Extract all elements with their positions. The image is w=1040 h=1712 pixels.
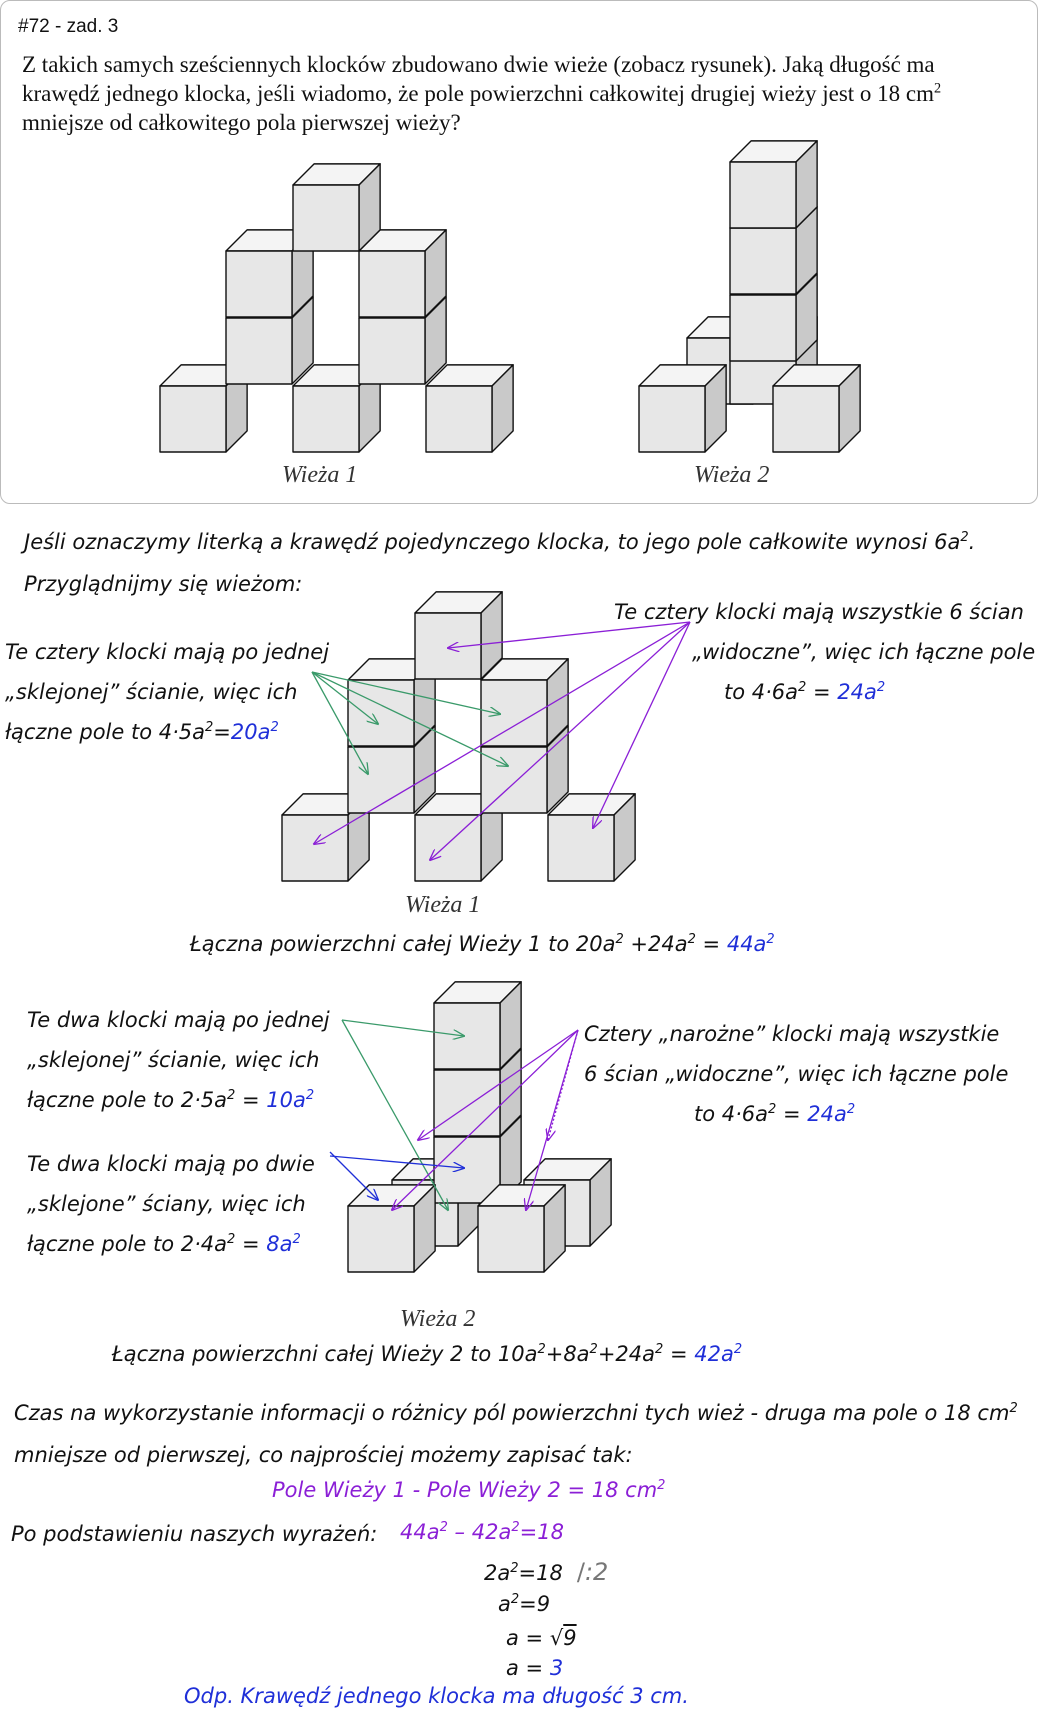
answer: Odp. Krawędź jednego klocka ma długość 3… xyxy=(184,1684,689,1708)
solution-tower2-cube xyxy=(433,981,522,1070)
t1-caption: Wieża 1 xyxy=(405,892,481,918)
annotation-arrow xyxy=(548,1029,579,1140)
annotation-arrow xyxy=(329,1155,464,1168)
tower1-caption: Wieża 1 xyxy=(282,462,358,488)
step-1: 2a2=18/:2 xyxy=(484,1558,609,1586)
annotation-arrow xyxy=(314,621,691,844)
t1-left-result: 20a2 xyxy=(230,720,279,744)
tower1-cube xyxy=(358,229,447,318)
solution-tower2-cube xyxy=(347,1184,436,1273)
solution-tower2-cube xyxy=(477,1184,566,1273)
t2-caption: Wieża 2 xyxy=(400,1306,476,1332)
t1-total-result: 44a2 xyxy=(726,932,775,956)
task-line-3: mniejsze od całkowitego pola pierwszej w… xyxy=(22,110,461,135)
annotation-arrow xyxy=(329,1151,378,1200)
time-note: Czas na wykorzystanie informacji o różni… xyxy=(14,1401,1018,1467)
tower2-cube xyxy=(772,364,861,453)
annotation-arrow xyxy=(448,621,691,648)
t1-total: Łączna powierzchni całej Wieży 1 to 20a2… xyxy=(190,932,775,956)
tower2-cube xyxy=(729,140,818,229)
step-3: a = √9 xyxy=(506,1626,577,1650)
task-line-1: Z takich samych sześciennych klocków zbu… xyxy=(22,52,935,77)
tower2-caption: Wieża 2 xyxy=(694,462,770,488)
annotation-arrow xyxy=(311,671,508,766)
t2-total: Łączna powierzchni całej Wieży 2 to 10a2… xyxy=(112,1342,743,1366)
annotation-arrow xyxy=(341,1019,448,1210)
annotation-arrow xyxy=(430,621,691,860)
task-statement: Z takich samych sześciennych klocków zbu… xyxy=(22,50,1022,137)
t2-left-b-result: 8a2 xyxy=(266,1232,301,1256)
step-4: a = 3 xyxy=(506,1656,564,1680)
solution-tower1-cube xyxy=(414,591,503,680)
solution-tower1-cube xyxy=(547,793,636,882)
tower2-cube xyxy=(638,364,727,453)
t1-right-note: Te cztery klocki mają wszystkie 6 ścian … xyxy=(614,600,1036,704)
t1-right-result: 24a2 xyxy=(837,680,886,704)
intro-text: Jeśli oznaczymy literką a krawędź pojedy… xyxy=(24,530,976,554)
equation-substituted: 44a2 – 42a2=18 xyxy=(400,1520,564,1544)
annotation-arrow xyxy=(526,1029,579,1210)
annotation-arrow xyxy=(392,1029,579,1210)
task-box xyxy=(0,0,1038,504)
annotation-arrow xyxy=(418,1029,579,1140)
annotation-arrow xyxy=(593,621,691,828)
tower1-cube xyxy=(425,364,514,453)
annotation-arrow xyxy=(311,671,368,774)
annotation-arrow xyxy=(341,1019,464,1036)
step-2: a2=9 xyxy=(498,1592,551,1616)
tower1-cube xyxy=(292,163,381,252)
t2-left-a-result: 10a2 xyxy=(266,1088,315,1112)
divide-note: /:2 xyxy=(576,1558,609,1586)
annotation-arrow xyxy=(311,671,500,714)
t2-right-result: 24a2 xyxy=(807,1102,856,1126)
task-number: #72 - zad. 3 xyxy=(18,16,119,37)
solution-tower1-cube xyxy=(480,658,569,747)
t1-left-note: Te cztery klocki mają po jednej „sklejon… xyxy=(5,640,330,744)
t2-left-note-b: Te dwa klocki mają po dwie „sklejone” śc… xyxy=(27,1152,315,1256)
annotation-arrow xyxy=(311,671,378,724)
t2-right-note: Cztery „narożne” klocki mają wszystkie 6… xyxy=(584,1022,1009,1126)
task-line-2: krawędź jednego klocka, jeśli wiadomo, ż… xyxy=(22,80,942,106)
substitute-text: Po podstawieniu naszych wyrażeń: xyxy=(11,1522,378,1546)
equation-main: Pole Wieży 1 - Pole Wieży 2 = 18 cm2 xyxy=(272,1478,666,1502)
t2-total-result: 42a2 xyxy=(694,1342,743,1366)
t2-left-note-a: Te dwa klocki mają po jednej „sklejonej”… xyxy=(27,1008,330,1112)
look-text: Przyglądnijmy się wieżom: xyxy=(24,572,303,596)
